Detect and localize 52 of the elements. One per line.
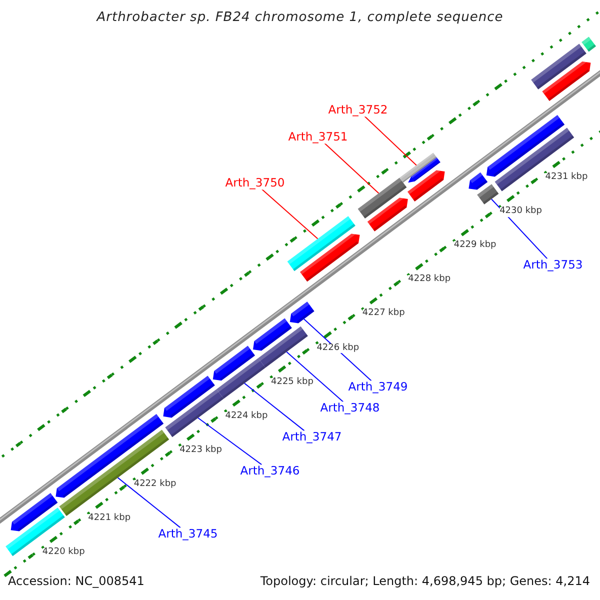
gene-bar bbox=[468, 172, 488, 190]
gene-bar bbox=[582, 36, 596, 52]
gene-bar bbox=[477, 184, 499, 204]
leader-line bbox=[261, 188, 318, 240]
gene-bar bbox=[216, 358, 266, 399]
leader-line bbox=[117, 477, 181, 528]
gene-bar bbox=[408, 158, 440, 183]
scale-label: 4222 kbp bbox=[134, 480, 176, 490]
gene-label: Arth_3748 bbox=[319, 402, 381, 414]
scale-label: 4221 kbp bbox=[88, 514, 131, 524]
scale-label: 4226 kbp bbox=[316, 344, 360, 354]
scale-label: 4223 kbp bbox=[180, 446, 222, 456]
scale-label: 4231 kbp bbox=[545, 173, 588, 184]
scale-label: 4225 kbp bbox=[271, 378, 314, 388]
gene-bar bbox=[10, 493, 58, 532]
scale-label: 4227 kbp bbox=[362, 310, 405, 320]
gene-label: Arth_3747 bbox=[281, 430, 343, 444]
gene-bar bbox=[6, 508, 65, 556]
leader-line bbox=[244, 382, 305, 432]
gene-bar bbox=[287, 216, 356, 272]
gene-label: Arth_3753 bbox=[522, 258, 584, 272]
leader-line bbox=[198, 417, 262, 466]
gene-bar bbox=[212, 346, 255, 381]
gene-bar bbox=[358, 178, 407, 218]
gene-label: Arth_3746 bbox=[239, 464, 301, 478]
gene-bar bbox=[542, 62, 591, 101]
title: Arthrobacter sp. FB24 chromosome 1, complete sequence bbox=[96, 10, 504, 26]
gene-bar bbox=[300, 234, 360, 282]
gene-bar bbox=[253, 318, 292, 351]
leader-line bbox=[364, 116, 417, 166]
leader-line bbox=[324, 142, 380, 194]
gene-bar bbox=[258, 326, 308, 368]
gene-bar bbox=[367, 198, 408, 232]
gene-label: Arth_3752 bbox=[327, 104, 389, 116]
gene-bar bbox=[163, 376, 215, 418]
leader-line bbox=[286, 351, 344, 402]
scale-label: 4224 kbp bbox=[225, 412, 268, 422]
topology-note: Topology: circular; Length: 4,698,945 bp; Genes: 4,214 bbox=[260, 574, 590, 588]
gene-bar bbox=[531, 44, 586, 90]
gene-bar bbox=[408, 170, 445, 202]
gene-bar bbox=[400, 152, 437, 183]
gene-label: Arth_3751 bbox=[287, 130, 349, 144]
gene-label: Arth_3749 bbox=[347, 380, 409, 394]
gene-bar bbox=[165, 389, 224, 438]
scale-label: 4220 kbp bbox=[42, 548, 85, 558]
scale-label: 4228 kbp bbox=[408, 275, 451, 286]
gene-label: Arth_3745 bbox=[157, 528, 219, 540]
gene-bar bbox=[290, 302, 314, 324]
scale-label: 4229 kbp bbox=[454, 241, 496, 252]
accession-note: Accession: NC_008541 bbox=[8, 574, 144, 588]
gene-label: Arth_3750 bbox=[224, 176, 286, 190]
scale-label: 4230 kbp bbox=[500, 207, 542, 218]
